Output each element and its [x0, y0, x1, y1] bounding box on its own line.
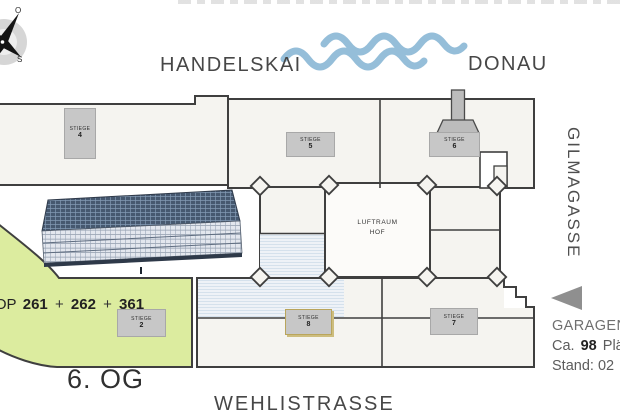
stiege-number: 8: [306, 320, 311, 328]
courtyard-label-line2: HOF: [369, 228, 386, 236]
floor-label: 6. OG: [67, 364, 145, 394]
plus-sign: +: [54, 296, 64, 313]
terrace-hatch-upper: [260, 234, 324, 277]
compass-icon: [0, 13, 27, 65]
stiege-number: 5: [308, 143, 313, 151]
stiege-word: STIEGE: [300, 137, 321, 143]
courtyard-label-line1: LUFTRAUM: [357, 219, 398, 226]
river-waves-icon: [280, 32, 468, 71]
garage-title: GARAGEN: [552, 318, 620, 334]
street-handelskai: HANDELSKAI: [160, 54, 302, 76]
stairwell-box-2: STIEGE 2: [117, 309, 166, 337]
interior-walls: [198, 99, 534, 367]
compass-south-label: S: [17, 55, 23, 64]
garage-capacity-prefix: Ca.: [552, 338, 575, 354]
garage-capacity-suffix: Plä: [602, 338, 620, 354]
courtyard-label: LUFTRAUM HOF: [325, 218, 430, 238]
garage-entrance-arrow-icon: [551, 286, 582, 310]
stiege-number: 4: [78, 132, 82, 140]
stiege-word: STIEGE: [69, 126, 91, 132]
wing-northwest: [0, 95, 229, 186]
stairwell-box-8: STIEGE 8: [285, 309, 332, 335]
street-wehlistrasse: WEHLISTRASSE: [214, 393, 395, 415]
bay-windows: [249, 174, 508, 288]
southeast-step-cut: [504, 276, 536, 308]
unit-prefix: TOP: [0, 296, 17, 313]
street-gilmagasse: GILMAGASSE: [564, 127, 583, 259]
garage-status-date: Stand: 02: [552, 358, 615, 374]
stiege-word: STIEGE: [443, 314, 465, 320]
street-donau: DONAU: [468, 53, 548, 75]
southeast-step-outline: [503, 277, 535, 308]
courtyard: [324, 182, 431, 278]
stairwell-box-5: STIEGE 5: [286, 132, 335, 157]
garage-capacity: Ca. 98 Plä: [552, 336, 620, 356]
cropped-heading-remnant: [178, 0, 620, 4]
rooftop-structure: [41, 189, 243, 274]
stairwell-box-4: STIEGE 4: [64, 108, 96, 159]
plus-sign: +: [103, 296, 112, 313]
stiege-number: 2: [139, 321, 144, 329]
stiege-word: STIEGE: [298, 314, 319, 321]
garage-capacity-count: 98: [580, 338, 597, 354]
stairwell-box-6: STIEGE 6: [429, 132, 480, 157]
compass-east-label: O: [15, 6, 22, 15]
stiege-number: 6: [452, 143, 457, 151]
stiege-word: STIEGE: [131, 315, 152, 322]
unit-number-1: 261: [22, 296, 48, 313]
unit-number-3: 361: [119, 296, 145, 313]
unit-number-2: 262: [70, 296, 96, 313]
stiege-word: STIEGE: [444, 137, 465, 143]
garage-info: GARAGEN Ca. 98 Plä Stand: 02: [552, 316, 620, 376]
stiege-number: 7: [452, 320, 456, 328]
stairwell-box-7: STIEGE 7: [430, 308, 478, 335]
unit-label: TOP 261 + 262 + 361: [0, 296, 146, 313]
